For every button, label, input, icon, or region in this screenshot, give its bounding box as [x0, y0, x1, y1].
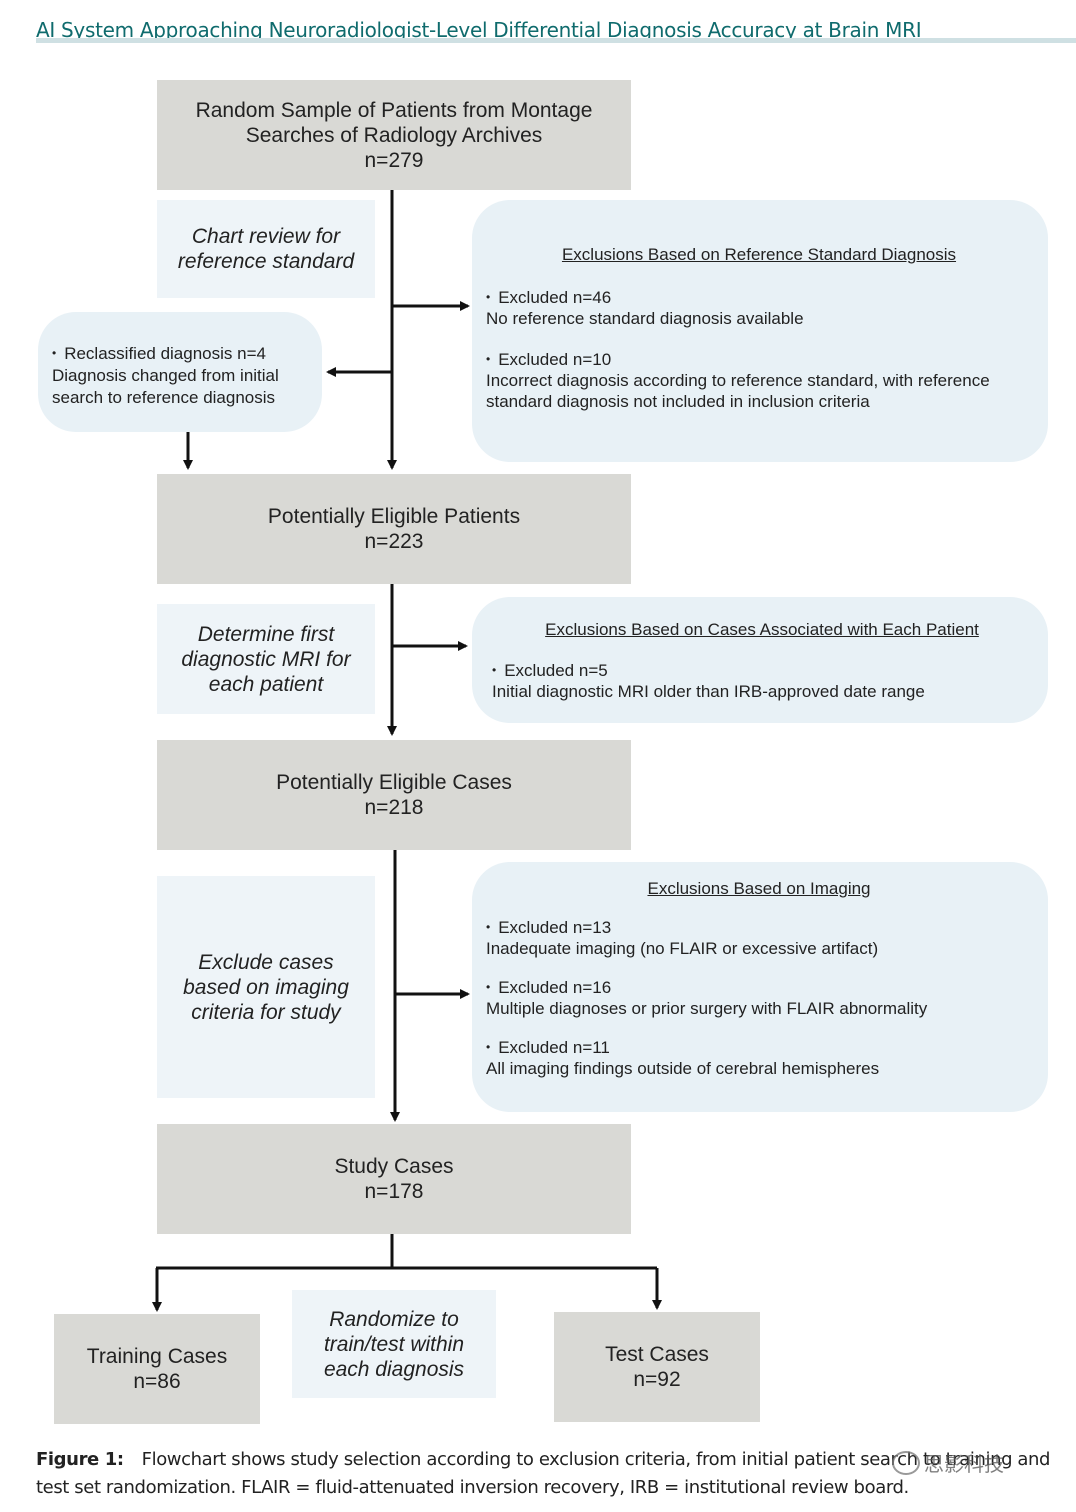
exclusion-text: No reference standard diagnosis availabl…: [486, 309, 804, 328]
exclusion-item: Excluded n=16 Multiple diagnoses or prio…: [486, 977, 1032, 1019]
chart-review-line2: reference standard: [177, 250, 355, 273]
exclude-imaging-line1: Exclude cases: [198, 950, 334, 974]
determine-mri-line1: Determine first: [197, 622, 335, 646]
test-cases-box: Test Cases n=92: [554, 1312, 760, 1422]
eligible-cases-box: Potentially Eligible Cases n=218: [157, 740, 631, 850]
exclusion-item: Excluded n=11 All imaging findings outsi…: [486, 1037, 1032, 1079]
exclusion-item: Excluded n=10 Incorrect diagnosis accord…: [486, 349, 1032, 412]
study-cases-box: Study Cases n=178: [157, 1124, 631, 1234]
watermark: 思影科技: [892, 1448, 1004, 1477]
randomize-line1: Randomize to: [329, 1307, 459, 1331]
exclusion-lead: Excluded n=10: [486, 349, 1032, 370]
exclusion-text: Inadequate imaging (no FLAIR or excessiv…: [486, 939, 879, 958]
random-sample-count: n=279: [364, 148, 424, 172]
eligible-patients-box: Potentially Eligible Patients n=223: [157, 474, 631, 584]
eligible-cases-label: Potentially Eligible Cases: [276, 771, 512, 794]
exclusions-cases-per-patient: Exclusions Based on Cases Associated wit…: [472, 597, 1048, 723]
randomize-note: Randomize to train/test within each diag…: [292, 1290, 496, 1398]
exclusions-imaging-heading: Exclusions Based on Imaging: [647, 879, 871, 898]
reclassified-lead: Reclassified diagnosis n=4: [52, 342, 322, 365]
exclude-imaging-line2: based on imaging: [183, 975, 349, 999]
header-rule: [36, 38, 1076, 43]
test-cases-count: n=92: [633, 1368, 681, 1391]
random-sample-box: Random Sample of Patients from Montage S…: [157, 80, 631, 190]
exclusion-text: All imaging findings outside of cerebral…: [486, 1059, 880, 1078]
exclusion-item: Excluded n=5 Initial diagnostic MRI olde…: [492, 660, 1032, 702]
study-cases-label: Study Cases: [334, 1155, 454, 1178]
exclusions-imaging: Exclusions Based on Imaging Excluded n=1…: [472, 862, 1048, 1112]
exclusions-reference-heading: Exclusions Based on Reference Standard D…: [561, 245, 957, 264]
exclusion-lead: Excluded n=11: [486, 1037, 1032, 1058]
study-cases-count: n=178: [364, 1180, 424, 1203]
eligible-patients-label: Potentially Eligible Patients: [267, 505, 521, 528]
random-sample-line2: Searches of Radiology Archives: [245, 123, 543, 147]
reclassified-line1: Diagnosis changed from initial: [52, 366, 279, 385]
exclusion-lead: Excluded n=16: [486, 977, 1032, 998]
determine-mri-note: Determine first diagnostic MRI for each …: [157, 604, 375, 714]
exclusion-text: Incorrect diagnosis according to referen…: [486, 371, 990, 411]
figure-label: Figure 1:: [36, 1449, 124, 1470]
exclusion-lead: Excluded n=5: [492, 660, 1032, 681]
wechat-icon: [892, 1451, 920, 1475]
chart-review-note: Chart review for reference standard: [157, 200, 375, 298]
randomize-line2: train/test within: [323, 1332, 465, 1356]
exclude-imaging-line3: criteria for study: [191, 1000, 341, 1024]
random-sample-line1: Random Sample of Patients from Montage: [195, 98, 593, 122]
randomize-line3: each diagnosis: [323, 1357, 465, 1381]
reclassified-line2: search to reference diagnosis: [52, 388, 276, 407]
reclassified-bubble: Reclassified diagnosis n=4 Diagnosis cha…: [38, 312, 322, 432]
determine-mri-line3: each patient: [208, 672, 324, 696]
exclusion-lead: Excluded n=46: [486, 287, 1032, 308]
test-cases-label: Test Cases: [605, 1343, 709, 1366]
exclude-imaging-note: Exclude cases based on imaging criteria …: [157, 876, 375, 1098]
chart-review-line1: Chart review for: [191, 225, 341, 248]
eligible-patients-count: n=223: [364, 530, 424, 553]
eligible-cases-count: n=218: [364, 796, 424, 819]
training-cases-label: Training Cases: [86, 1345, 228, 1368]
exclusion-text: Initial diagnostic MRI older than IRB-ap…: [492, 682, 925, 701]
training-cases-box: Training Cases n=86: [54, 1314, 260, 1424]
exclusion-lead: Excluded n=13: [486, 917, 1032, 938]
exclusions-reference-standard: Exclusions Based on Reference Standard D…: [472, 200, 1048, 462]
training-cases-count: n=86: [133, 1370, 181, 1393]
exclusion-text: Multiple diagnoses or prior surgery with…: [486, 999, 928, 1018]
exclusion-item: Excluded n=13 Inadequate imaging (no FLA…: [486, 917, 1032, 959]
watermark-text: 思影科技: [924, 1452, 1004, 1476]
figure-caption-text: Flowchart shows study selection accordin…: [36, 1449, 1051, 1498]
exclusions-cases-heading: Exclusions Based on Cases Associated wit…: [545, 620, 979, 639]
exclusion-item: Excluded n=46 No reference standard diag…: [486, 287, 1032, 329]
determine-mri-line2: diagnostic MRI for: [181, 647, 351, 671]
figure-caption: Figure 1:Flowchart shows study selection…: [36, 1446, 1056, 1502]
